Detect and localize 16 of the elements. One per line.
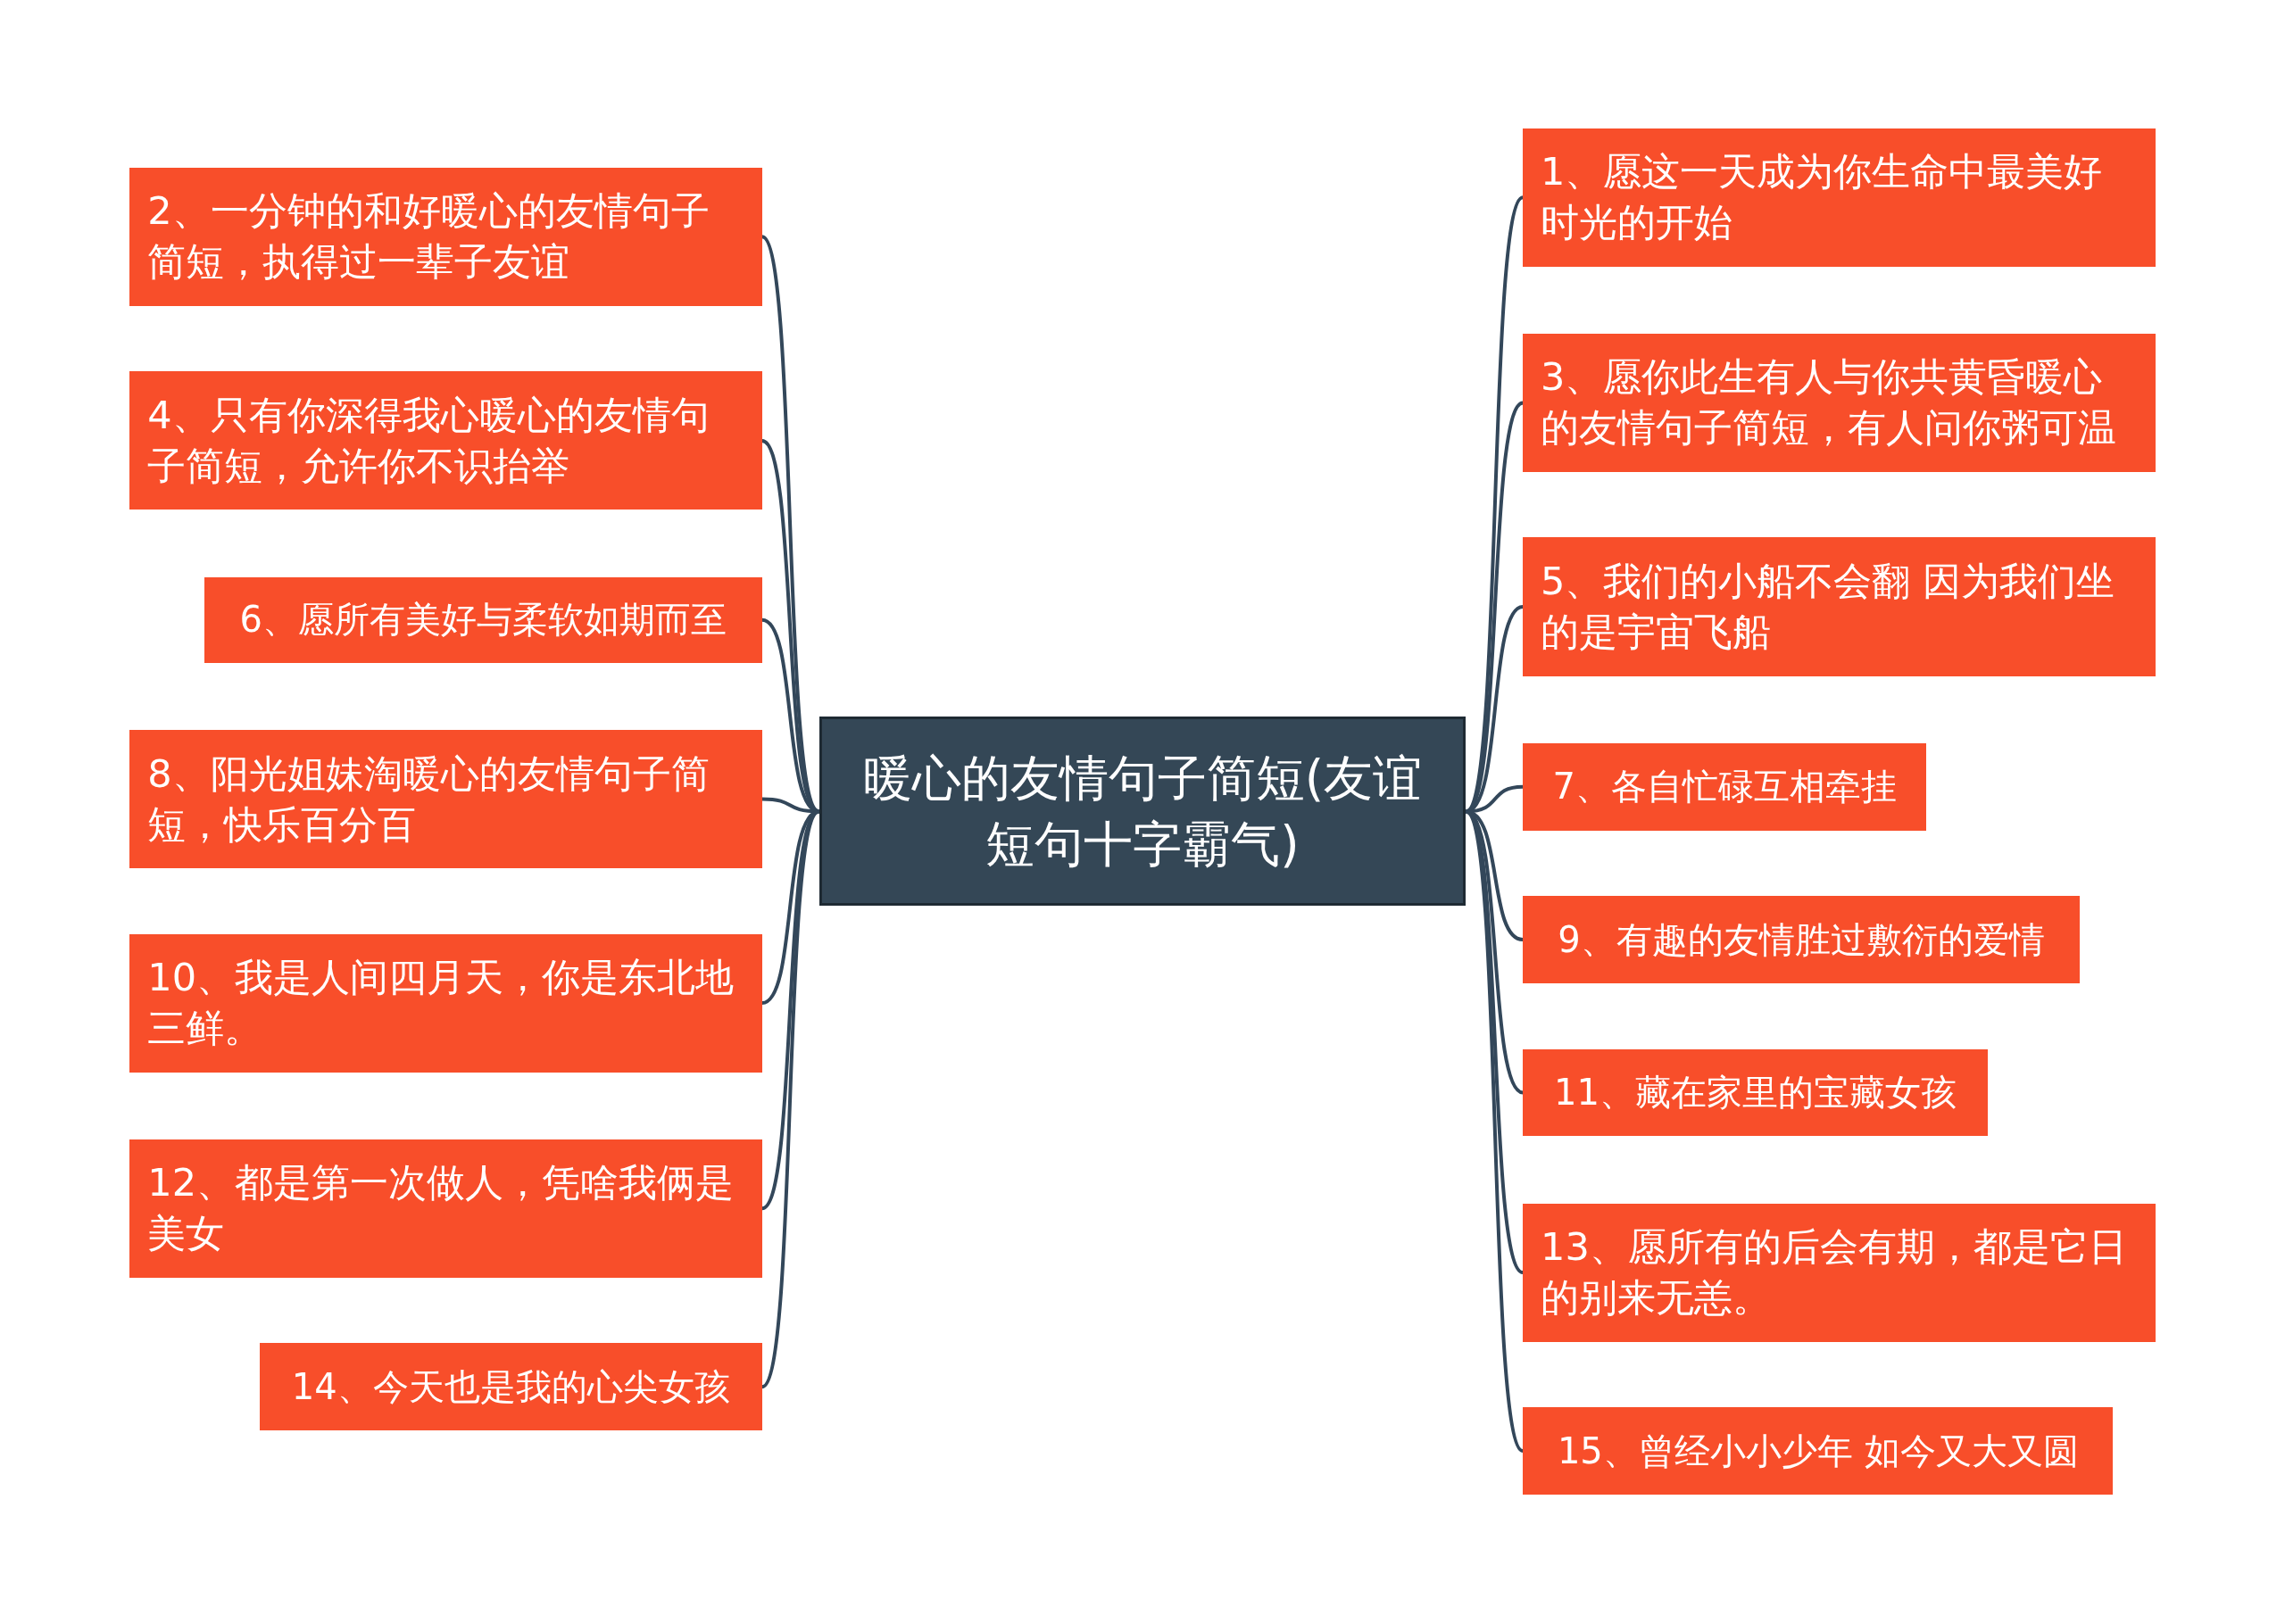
branch-box: 5、我们的小船不会翻 因为我们坐的是宇宙飞船 xyxy=(1523,537,2156,676)
branch-box: 13、愿所有的后会有期，都是它日的别来无恙。 xyxy=(1523,1203,2156,1342)
branch-box: 9、有趣的友情胜过敷衍的爱情 xyxy=(1523,896,2080,984)
branch-box: 11、藏在家里的宝藏女孩 xyxy=(1523,1048,1988,1137)
topic-box: 暖心的友情句子简短(友谊短句十字霸气) xyxy=(818,717,1467,907)
branch-box: 1、愿这一天成为你生命中最美好时光的开始 xyxy=(1523,128,2156,267)
branch-box: 3、愿你此生有人与你共黄昏暖心的友情句子简短，有人问你粥可温 xyxy=(1523,333,2156,472)
branch-box: 4、只有你深得我心暖心的友情句子简短，允许你不识抬举 xyxy=(129,371,762,510)
branch-box: 6、愿所有美好与柔软如期而至 xyxy=(204,576,762,663)
branch-box: 7、各自忙碌互相牵挂 xyxy=(1523,742,1927,831)
branch-box: 8、阳光姐妹淘暖心的友情句子简短，快乐百分百 xyxy=(129,729,762,869)
branch-box: 2、一分钟的和好暖心的友情句子简短，执得过一辈子友谊 xyxy=(129,167,762,306)
branch-box: 15、曾经小小少年 如今又大又圆 xyxy=(1523,1407,2114,1496)
branch-box: 10、我是人间四月天，你是东北地三鲜。 xyxy=(129,933,762,1073)
branch-box: 12、都是第一次做人，凭啥我俩是美女 xyxy=(129,1139,762,1278)
branch-box: 14、今天也是我的心尖女孩 xyxy=(259,1343,762,1431)
